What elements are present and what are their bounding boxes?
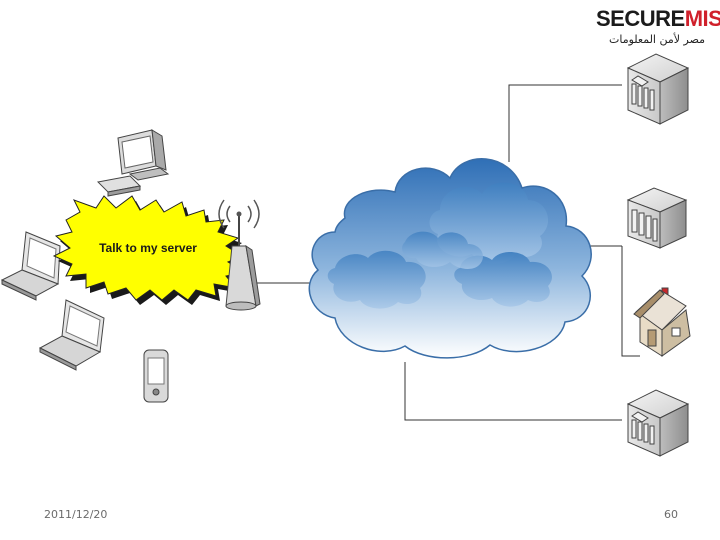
link-cloud-to-top-server — [508, 84, 622, 162]
server-bank-icon — [626, 53, 690, 125]
pda-icon — [143, 349, 169, 403]
callout-burst-shape — [52, 195, 246, 301]
link-cloud-to-bottom-server — [404, 362, 622, 421]
callout-text: Talk to my server — [99, 241, 197, 255]
laptop-icon — [0, 231, 61, 301]
server-icon — [626, 187, 688, 249]
laptop-icon — [38, 299, 105, 371]
server-bank-icon — [626, 389, 690, 457]
internet-cloud-icon — [308, 158, 592, 359]
house-icon — [633, 287, 691, 357]
link-mid-to-house — [621, 246, 640, 357]
page-number: 60 — [664, 508, 678, 521]
speech-callout: Talk to my server — [52, 195, 248, 305]
footer-date: 2011/12/20 — [44, 508, 108, 521]
logo-wordmark: SECUREMISR — [596, 6, 720, 32]
logo-arabic-tagline: مصر لأمن المعلومات — [608, 33, 706, 46]
wireless-access-point-icon — [218, 199, 261, 311]
logo-brand-first: SECURE — [596, 6, 685, 31]
desktop-computer-icon — [96, 129, 170, 197]
securemisr-logo: SECUREMISR مصر لأمن المعلومات — [596, 4, 720, 56]
logo-brand-second: MISR — [684, 6, 720, 31]
